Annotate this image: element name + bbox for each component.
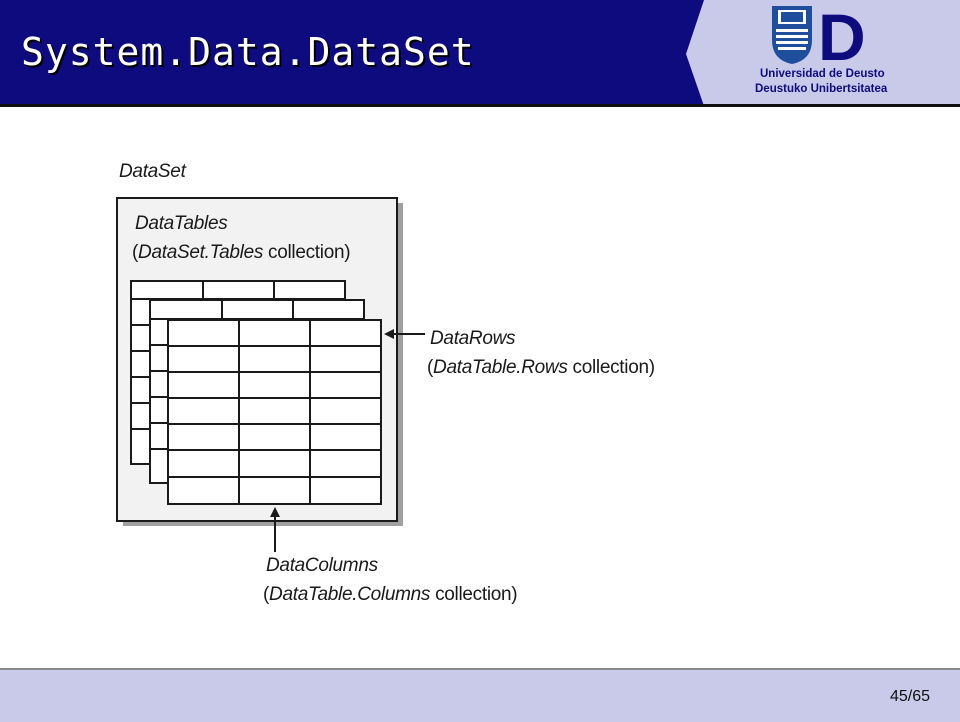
logo-university-name: Universidad de Deusto: [760, 68, 885, 80]
datarows-arrow: [384, 329, 425, 339]
page-number: 45/65: [889, 688, 930, 705]
datarows-label: DataRows: [430, 328, 516, 349]
header-divider: [0, 104, 960, 107]
datarows-caption: (DataTable.Rows collection): [427, 357, 655, 378]
datacolumns-caption: (DataTable.Columns collection): [263, 584, 518, 605]
footer-bar: 45/65: [0, 668, 960, 722]
datatables-caption: (DataSet.Tables collection): [132, 242, 351, 263]
datatables-label: DataTables: [135, 213, 228, 234]
datacolumns-arrow: [270, 507, 280, 552]
datatable-front: [167, 319, 382, 505]
datacolumns-label: DataColumns: [266, 555, 378, 576]
dataset-diagram: DataSet DataTables (DataSet.Tables colle…: [0, 107, 960, 667]
dataset-label: DataSet: [119, 161, 186, 182]
page-title: System.Data.DataSet: [21, 30, 475, 74]
logo-university-name-basque: Deustuko Unibertsitatea: [755, 83, 888, 95]
